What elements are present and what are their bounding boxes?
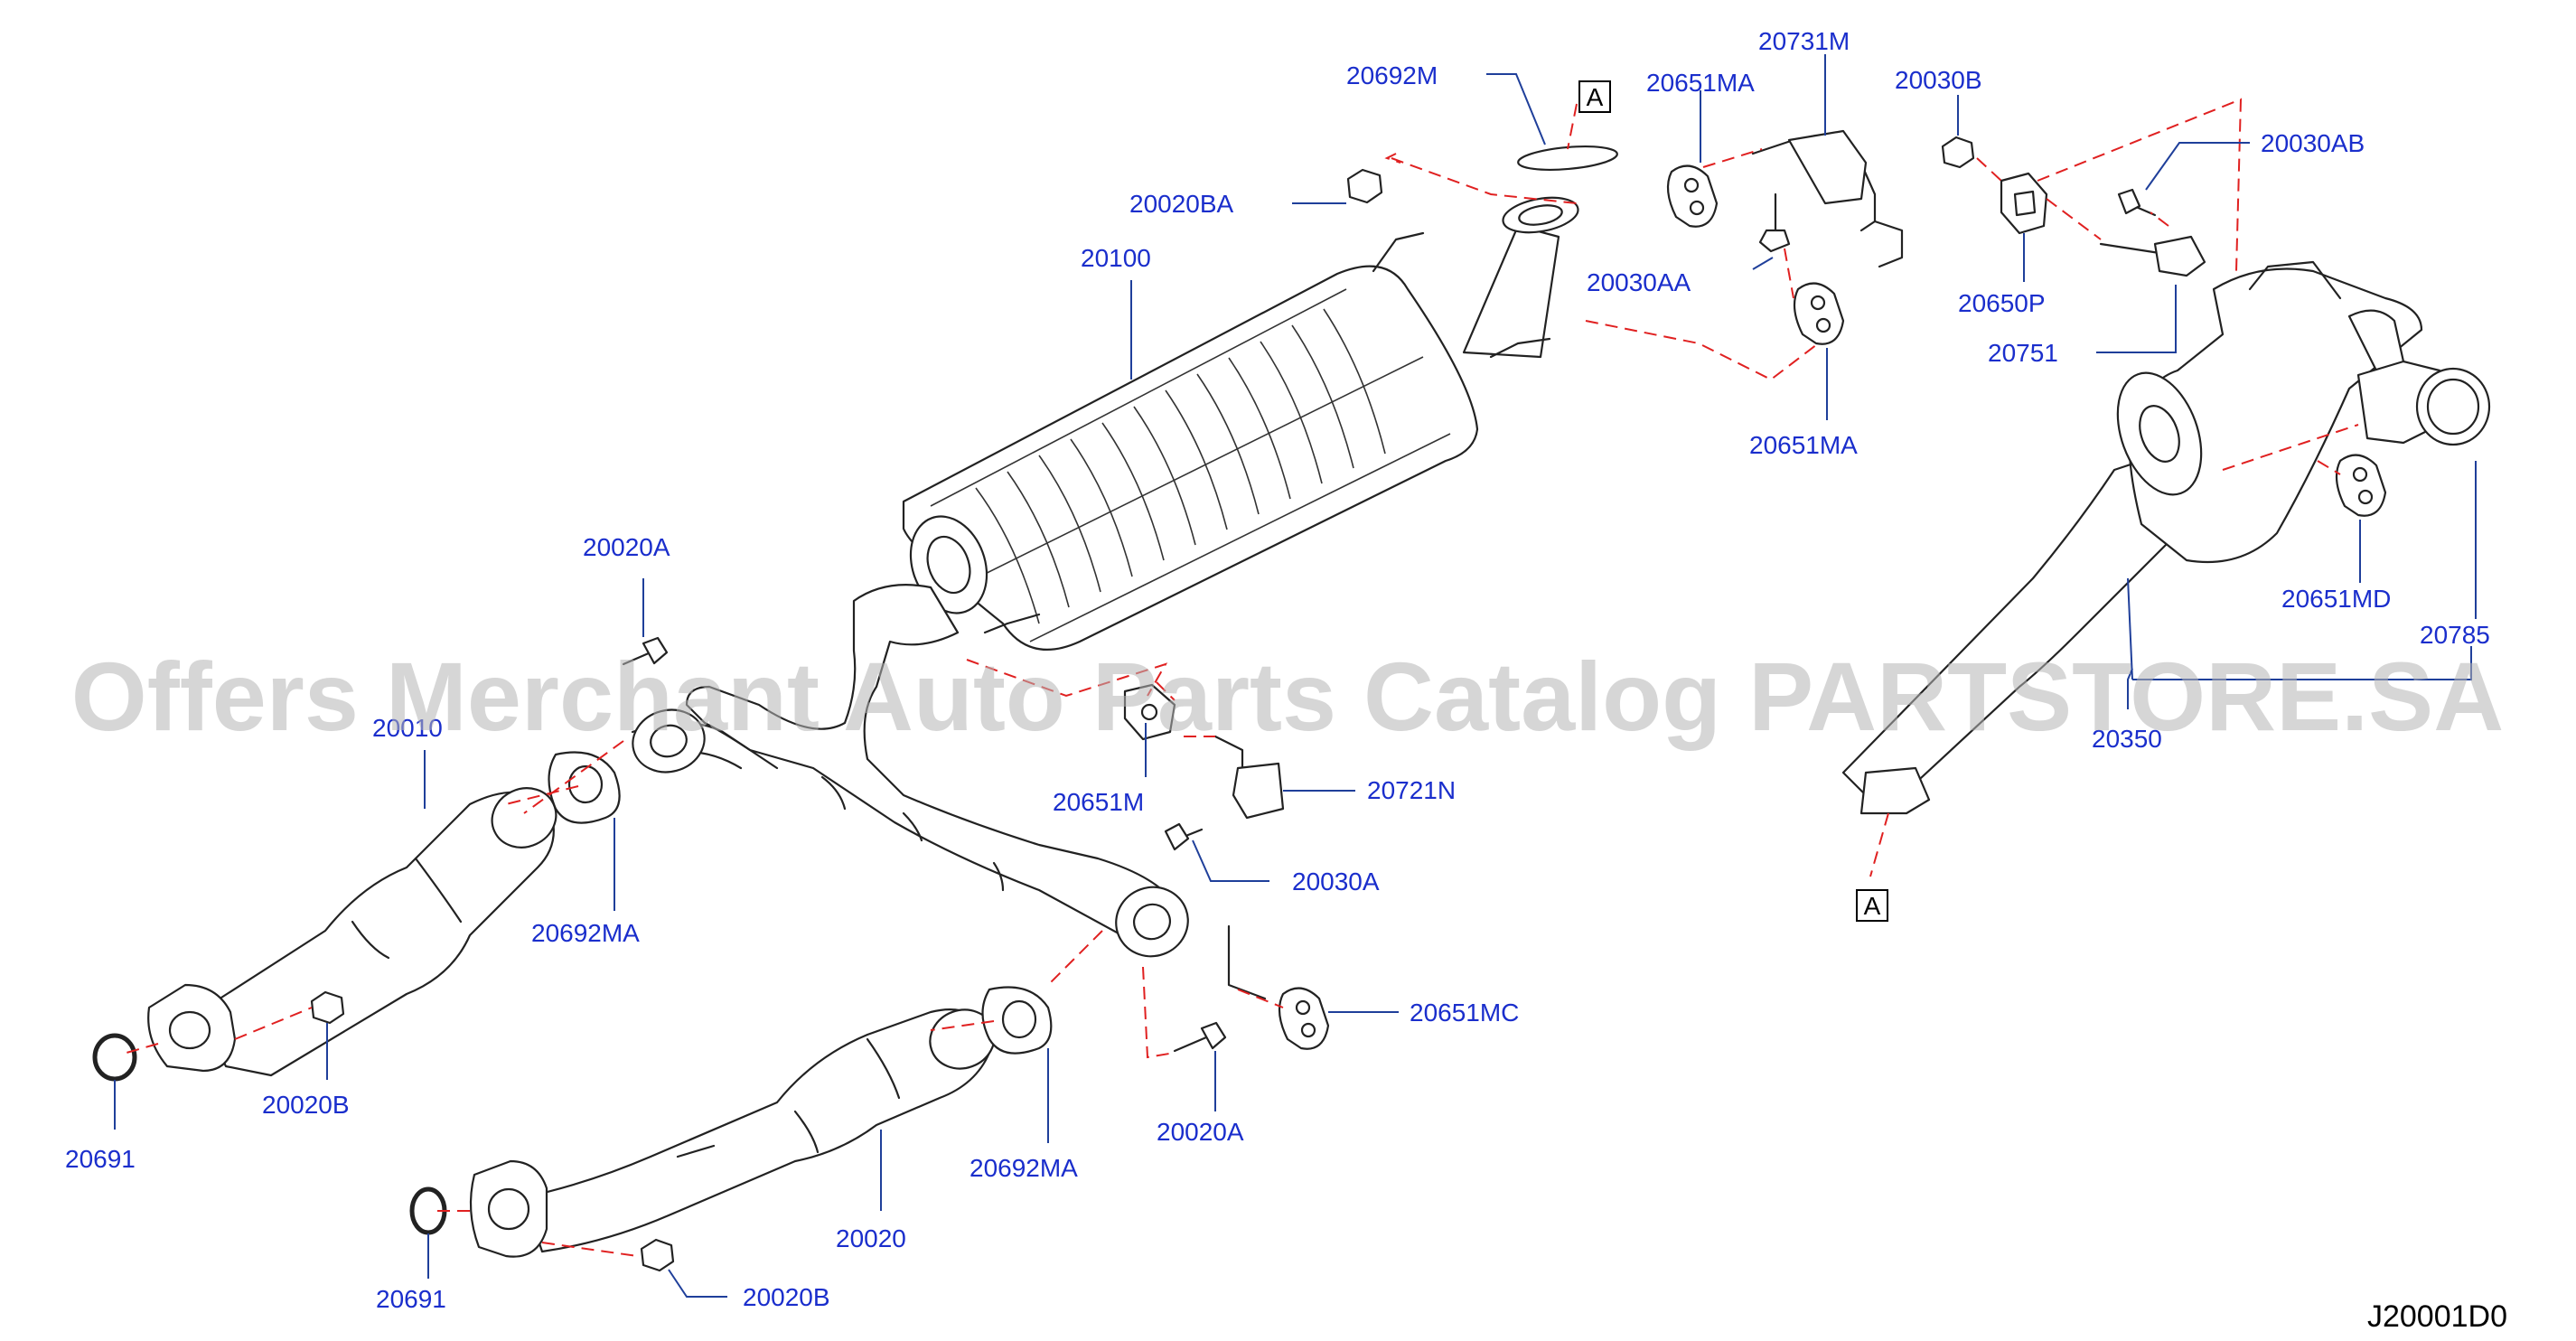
label-20785[interactable]: 20785 (2420, 621, 2490, 649)
label-20020B-left[interactable]: 20020B (262, 1091, 350, 1119)
label-20020A-bottom[interactable]: 20020A (1157, 1118, 1244, 1146)
label-20651MA-top[interactable]: 20651MA (1646, 69, 1755, 97)
label-20651MD[interactable]: 20651MD (2281, 585, 2391, 613)
hanger-20651MD[interactable] (2335, 454, 2387, 517)
label-20020[interactable]: 20020 (836, 1224, 906, 1252)
label-20731M[interactable]: 20731M (1758, 27, 1850, 55)
bracket-20721N[interactable] (1213, 735, 1285, 820)
leader-lines (114, 54, 2477, 1298)
label-20100[interactable]: 20100 (1081, 244, 1151, 272)
catalytic-converter-20010[interactable] (147, 778, 566, 1077)
gasket-20692M[interactable] (1517, 143, 1618, 173)
nut-20020BA[interactable] (1346, 168, 1383, 204)
rear-muffler-20350[interactable] (1841, 260, 2423, 815)
svg-text:A: A (1864, 892, 1881, 920)
o-ring-20691-left[interactable] (92, 1033, 137, 1082)
nut-20020B-bottom[interactable] (640, 1238, 675, 1272)
hanger-20651MC[interactable] (1278, 987, 1330, 1050)
label-20691-left[interactable]: 20691 (65, 1145, 136, 1173)
main-muffler-20100[interactable] (898, 192, 1581, 652)
label-20350[interactable]: 20350 (2092, 725, 2162, 753)
gasket-20692MA-left[interactable] (548, 751, 621, 824)
label-20030B[interactable]: 20030B (1895, 66, 1982, 94)
label-20651M[interactable]: 20651M (1053, 788, 1144, 816)
hanger-20651MA-bottom[interactable] (1793, 282, 1845, 345)
label-20721N[interactable]: 20721N (1367, 776, 1456, 804)
bolt-20030AB[interactable] (2117, 188, 2157, 217)
label-20010[interactable]: 20010 (372, 714, 443, 742)
catalytic-converter-20020[interactable] (469, 1001, 1003, 1258)
label-20020A-top[interactable]: 20020A (583, 533, 670, 561)
nut-20020B-left[interactable] (310, 990, 345, 1025)
label-20651MA-bottom[interactable]: 20651MA (1749, 431, 1858, 459)
bracket-20731M[interactable] (1751, 129, 1904, 268)
label-20692M[interactable]: 20692M (1346, 61, 1438, 89)
label-20650P[interactable]: 20650P (1958, 289, 2046, 317)
hanger-20651MA-top[interactable] (1666, 164, 1719, 228)
ref-mark-A-bottom: A (1856, 889, 1888, 922)
part-labels: 20692M 20651MA 20731M 20030B 20030AB 200… (65, 27, 2490, 1313)
muffler-ribs (975, 308, 1386, 624)
svg-text:A: A (1587, 83, 1604, 111)
label-20030AA[interactable]: 20030AA (1587, 268, 1691, 296)
hanger-20650P[interactable] (2000, 172, 2048, 235)
label-20020BA[interactable]: 20020BA (1129, 190, 1234, 218)
watermark-text: Offers Merchant Auto Parts Catalog PARTS… (71, 642, 2504, 751)
label-20020B-bottom[interactable]: 20020B (743, 1283, 830, 1311)
bolt-20030A[interactable] (1164, 822, 1204, 851)
label-20651MC[interactable]: 20651MC (1410, 999, 1519, 1027)
hanger-rod-lower (1227, 924, 1267, 1000)
tail-finisher-20785[interactable] (2356, 360, 2491, 446)
label-20692MA-right[interactable]: 20692MA (970, 1154, 1078, 1182)
label-20030A[interactable]: 20030A (1292, 867, 1380, 896)
gasket-20692MA-right[interactable] (981, 986, 1053, 1055)
label-20751[interactable]: 20751 (1988, 339, 2058, 367)
label-20692MA-left[interactable]: 20692MA (531, 919, 640, 947)
front-y-pipe[interactable] (626, 584, 1198, 966)
bolt-20020A-top[interactable] (622, 636, 669, 666)
bolt-20030AA[interactable] (1758, 192, 1791, 253)
label-20030AB[interactable]: 20030AB (2261, 129, 2365, 157)
bracket-20751[interactable] (2099, 235, 2206, 277)
bolt-20020A-bottom[interactable] (1173, 1021, 1227, 1053)
ref-mark-A-top: A (1578, 80, 1611, 113)
diagram-code: J20001D0 (2367, 1299, 2507, 1334)
nut-20030B[interactable] (1941, 136, 1975, 169)
alignment-lines (126, 98, 2359, 1257)
hanger-20651M[interactable] (1123, 683, 1176, 741)
label-20691-bottom[interactable]: 20691 (376, 1285, 446, 1313)
